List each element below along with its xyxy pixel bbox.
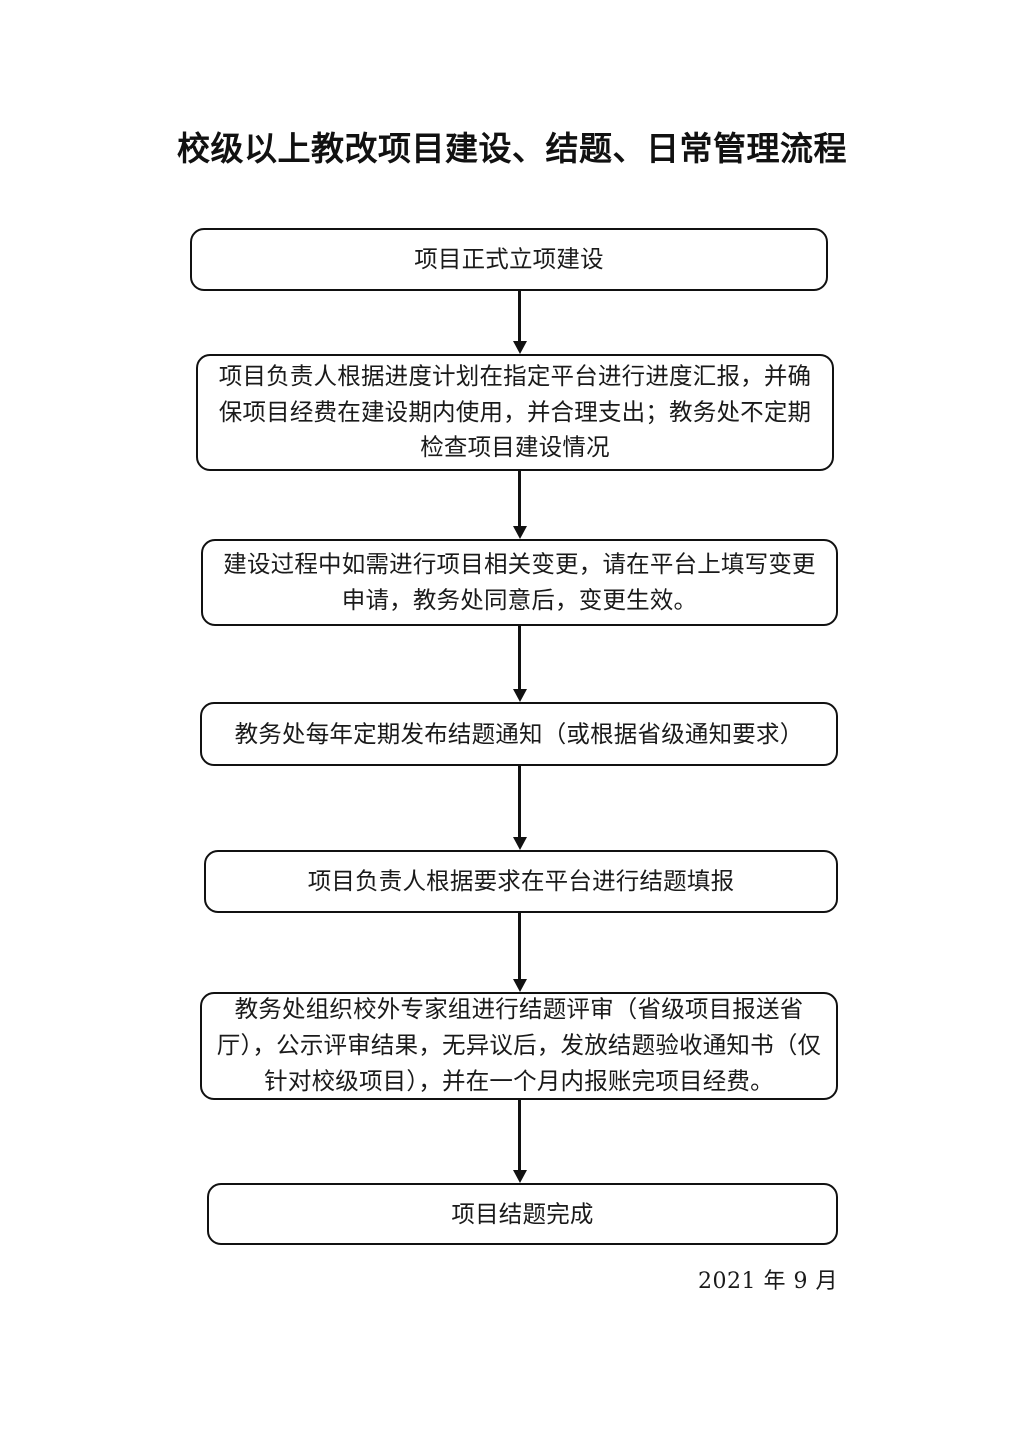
flow-node-5-label: 项目负责人根据要求在平台进行结题填报 [307, 867, 735, 896]
arrow-stem [518, 766, 522, 837]
flow-node-4-label: 教务处每年定期发布结题通知（或根据省级通知要求） [234, 719, 804, 748]
flow-arrow-1-to-2 [513, 291, 527, 354]
flow-arrow-6-to-7 [513, 1100, 527, 1183]
arrow-head-icon [513, 1170, 527, 1183]
page-title: 校级以上教改项目建设、结题、日常管理流程 [177, 129, 847, 168]
arrow-stem [518, 471, 522, 526]
flow-node-2: 项目负责人根据进度计划在指定平台进行进度汇报，并确保项目经费在建设期内使用，并合… [196, 354, 834, 471]
arrow-stem [518, 1100, 522, 1170]
arrow-head-icon [513, 837, 527, 850]
arrow-head-icon [513, 526, 527, 539]
flow-node-3-label: 建设过程中如需进行项目相关变更，请在平台上填写变更申请，教务处同意后，变更生效。 [223, 549, 816, 614]
arrow-stem [518, 913, 522, 979]
arrow-head-icon [513, 689, 527, 702]
flow-node-3: 建设过程中如需进行项目相关变更，请在平台上填写变更申请，教务处同意后，变更生效。 [201, 539, 838, 626]
flow-node-6: 教务处组织校外专家组进行结题评审（省级项目报送省厅），公示评审结果，无异议后，发… [200, 992, 838, 1100]
flow-arrow-2-to-3 [513, 471, 527, 539]
flow-arrow-4-to-5 [513, 766, 527, 850]
flow-node-5: 项目负责人根据要求在平台进行结题填报 [204, 850, 838, 913]
flow-arrow-3-to-4 [513, 626, 527, 702]
flow-node-2-label: 项目负责人根据进度计划在指定平台进行进度汇报，并确保项目经费在建设期内使用，并合… [218, 361, 812, 462]
flow-node-7: 项目结题完成 [207, 1183, 838, 1245]
flow-node-1: 项目正式立项建设 [190, 228, 828, 291]
flow-arrow-5-to-6 [513, 913, 527, 992]
flow-node-4: 教务处每年定期发布结题通知（或根据省级通知要求） [200, 702, 838, 766]
flow-node-6-label: 教务处组织校外专家组进行结题评审（省级项目报送省厅），公示评审结果，无异议后，发… [216, 995, 822, 1095]
arrow-stem [518, 626, 522, 689]
arrow-head-icon [513, 341, 527, 354]
flow-node-1-label: 项目正式立项建设 [414, 245, 604, 274]
arrow-stem [518, 291, 522, 341]
document-date: 2021 年 9 月 [698, 1269, 838, 1294]
flow-node-7-label: 项目结题完成 [451, 1199, 594, 1228]
arrow-head-icon [513, 979, 527, 992]
